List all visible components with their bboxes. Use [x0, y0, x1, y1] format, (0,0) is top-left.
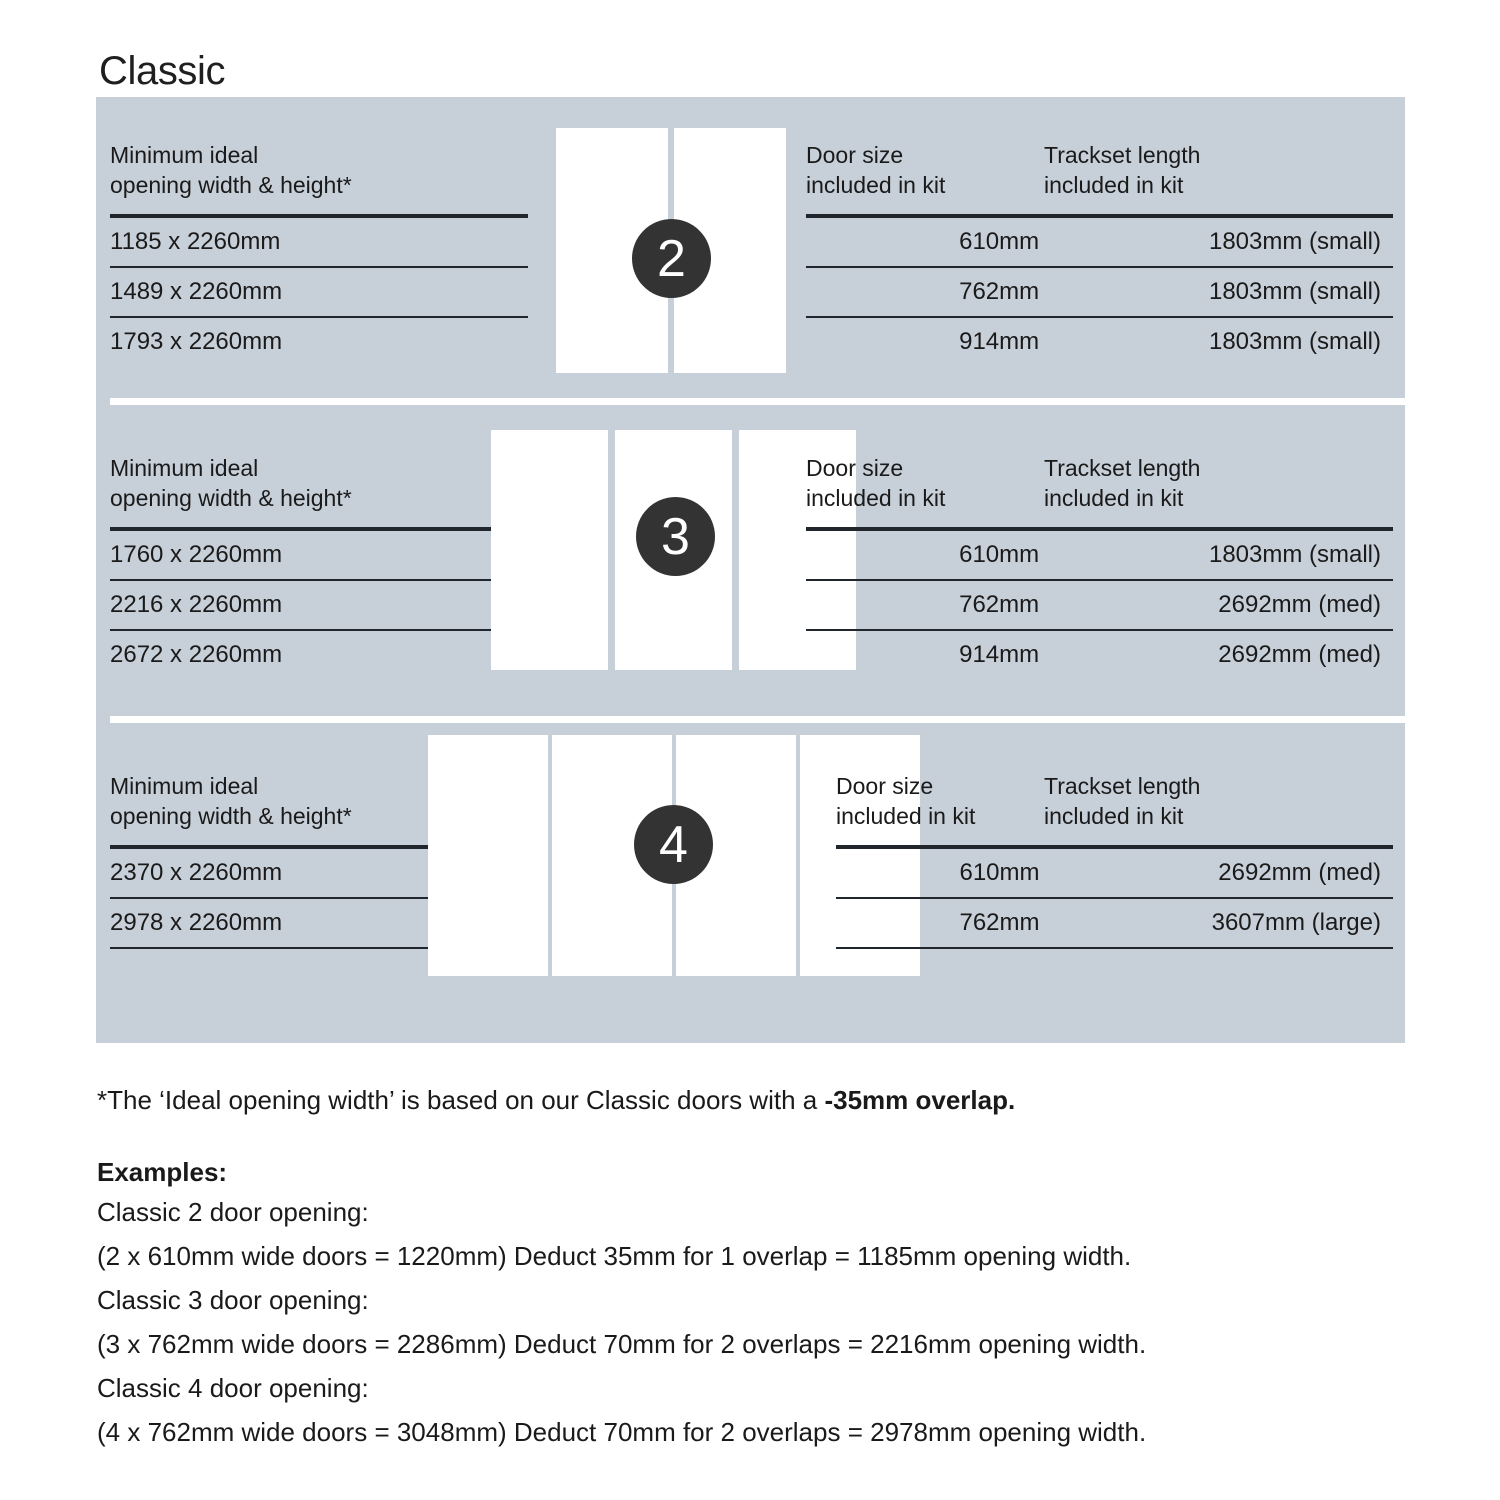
trackset-value: 2692mm (med) — [1218, 591, 1381, 618]
door-config-block-4: Minimum ideal opening width & height* 23… — [96, 723, 1405, 1043]
door-size-value: 914mm — [959, 328, 1040, 355]
kit-columns: Door size included in kit Trackset lengt… — [836, 771, 1393, 949]
door-config-block-3: Minimum ideal opening width & height* 17… — [96, 405, 1405, 716]
table-row: 762mm 1803mm (small) — [806, 268, 1393, 316]
trackset-value: 3607mm (large) — [1211, 909, 1381, 936]
door-size-value: 914mm — [959, 641, 1040, 668]
opening-value: 2672 x 2260mm — [110, 641, 283, 668]
overlap-note-text: *The ‘Ideal opening width’ is based on o… — [97, 1085, 825, 1115]
door-count-badge: 3 — [636, 497, 715, 576]
row-rule — [836, 897, 1393, 899]
table-row: 914mm 1803mm (small) — [806, 318, 1393, 366]
row-rule — [806, 629, 1393, 631]
header-rule — [806, 214, 1393, 218]
opening-column: Minimum ideal opening width & height* 17… — [110, 453, 528, 679]
trackset-header: Trackset length included in kit — [1044, 142, 1201, 198]
example-line: Classic 4 door opening: — [97, 1373, 369, 1403]
table-row: 610mm 1803mm (small) — [806, 218, 1393, 266]
door-count-badge: 4 — [634, 805, 713, 884]
footnotes: *The ‘Ideal opening width’ is based on o… — [97, 1082, 1417, 1454]
trackset-header: Trackset length included in kit — [1044, 773, 1201, 829]
door-size-value: 610mm — [959, 859, 1040, 886]
kit-columns: Door size included in kit Trackset lengt… — [806, 140, 1393, 366]
row-rule — [806, 266, 1393, 268]
row-rule — [110, 947, 430, 949]
opening-value: 2370 x 2260mm — [110, 859, 283, 886]
header-rule — [806, 527, 1393, 531]
header-rule — [110, 845, 430, 849]
door-size-value: 610mm — [959, 541, 1040, 568]
row-rule — [110, 579, 528, 581]
trackset-value: 2692mm (med) — [1218, 859, 1381, 886]
table-row: 610mm 1803mm (small) — [806, 531, 1393, 579]
overlap-note: *The ‘Ideal opening width’ is based on o… — [97, 1082, 1417, 1118]
door-size-header: Door size included in kit — [806, 455, 946, 511]
opening-value: 2978 x 2260mm — [110, 909, 283, 936]
row-rule — [110, 316, 528, 318]
opening-column-header: Minimum ideal opening width & height* — [110, 455, 352, 511]
door-size-value: 610mm — [959, 228, 1040, 255]
example-line: Classic 2 door opening: — [97, 1197, 369, 1227]
kit-columns: Door size included in kit Trackset lengt… — [806, 453, 1393, 679]
row-rule — [110, 266, 528, 268]
table-row: 762mm 3607mm (large) — [836, 899, 1393, 947]
door-panel — [800, 735, 920, 976]
table-row: 610mm 2692mm (med) — [836, 849, 1393, 897]
spec-table-card: Minimum ideal opening width & height* 11… — [96, 97, 1405, 1043]
example-line: (4 x 762mm wide doors = 3048mm) Deduct 7… — [97, 1417, 1147, 1447]
row-rule — [836, 947, 1393, 949]
door-gap — [608, 430, 615, 670]
opening-column: Minimum ideal opening width & height* 11… — [110, 140, 528, 366]
trackset-value: 1803mm (small) — [1208, 228, 1381, 255]
opening-value: 1489 x 2260mm — [110, 278, 283, 305]
block-divider-1 — [110, 398, 1405, 405]
example-line: (3 x 762mm wide doors = 2286mm) Deduct 7… — [97, 1329, 1147, 1359]
row-rule — [110, 897, 430, 899]
opening-value: 2216 x 2260mm — [110, 591, 283, 618]
table-row: 914mm 2692mm (med) — [806, 631, 1393, 679]
opening-value: 1760 x 2260mm — [110, 541, 283, 568]
example-line: Classic 3 door opening: — [97, 1285, 369, 1315]
header-rule — [110, 527, 528, 531]
door-size-value: 762mm — [959, 591, 1040, 618]
trackset-value: 2692mm (med) — [1218, 641, 1381, 668]
row-rule — [110, 629, 528, 631]
door-panel — [428, 735, 548, 976]
door-size-header: Door size included in kit — [806, 142, 946, 198]
overlap-note-emphasis: -35mm overlap. — [824, 1085, 1016, 1115]
door-size-value: 762mm — [959, 909, 1040, 936]
examples-heading: Examples: — [97, 1157, 228, 1187]
row-rule — [806, 579, 1393, 581]
opening-column-header: Minimum ideal opening width & height* — [110, 142, 352, 198]
door-size-header: Door size included in kit — [836, 773, 976, 829]
row-rule — [806, 316, 1393, 318]
door-diagram-4 — [428, 735, 920, 976]
opening-column: Minimum ideal opening width & height* 23… — [110, 771, 528, 949]
opening-value: 1793 x 2260mm — [110, 328, 283, 355]
example-line: (2 x 610mm wide doors = 1220mm) Deduct 3… — [97, 1241, 1132, 1271]
table-row: 762mm 2692mm (med) — [806, 581, 1393, 629]
trackset-header: Trackset length included in kit — [1044, 455, 1201, 511]
header-rule — [836, 845, 1393, 849]
block-divider-2 — [110, 716, 1405, 723]
trackset-value: 1803mm (small) — [1208, 278, 1381, 305]
opening-column-header: Minimum ideal opening width & height* — [110, 773, 352, 829]
door-count-badge: 2 — [632, 219, 711, 298]
door-gap — [732, 430, 739, 670]
trackset-value: 1803mm (small) — [1208, 541, 1381, 568]
door-config-block-2: Minimum ideal opening width & height* 11… — [96, 97, 1405, 398]
page-title: Classic — [99, 48, 226, 93]
door-panel — [491, 430, 608, 670]
trackset-value: 1803mm (small) — [1208, 328, 1381, 355]
opening-value: 1185 x 2260mm — [110, 228, 281, 255]
header-rule — [110, 214, 528, 218]
door-size-value: 762mm — [959, 278, 1040, 305]
